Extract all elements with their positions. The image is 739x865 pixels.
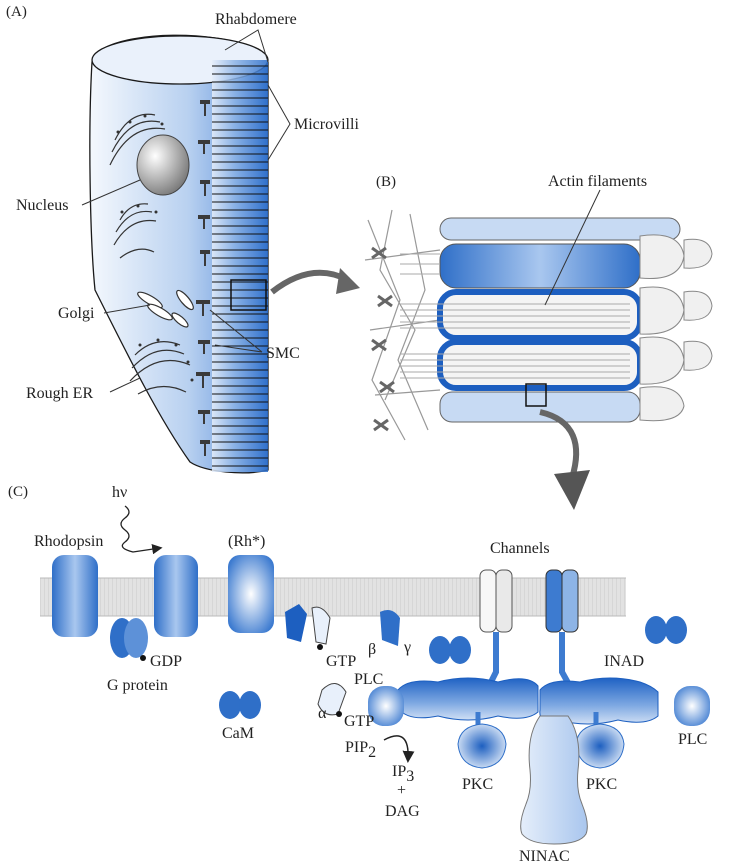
photon-wave <box>120 505 163 555</box>
plus-label: + <box>397 782 406 799</box>
membrane-bilayer <box>40 578 626 616</box>
arrow-b-to-c <box>539 409 580 479</box>
channel-left <box>479 569 513 694</box>
rh-star-label: (Rh*) <box>228 533 265 550</box>
beta-label: β <box>368 641 376 658</box>
cytoskeleton-crosslinks <box>371 246 395 432</box>
gtp-label-2: GTP <box>344 713 374 730</box>
ip-text: IP <box>392 763 406 780</box>
plc-label-2: PLC <box>678 731 707 748</box>
panel-c: (C) hν Rhodopsin (Rh*) Channels GDP G pr… <box>8 484 710 865</box>
golgi-label: Golgi <box>58 305 95 322</box>
g-beta-gamma <box>380 610 400 646</box>
smc-cisternae <box>196 100 210 456</box>
gtp-dot-1 <box>317 644 323 650</box>
smc-label: SMC <box>266 345 300 362</box>
arrow-a-to-b <box>270 269 350 295</box>
gamma-label: γ <box>403 639 411 656</box>
pkc-1 <box>457 723 507 769</box>
pip-text: PIP <box>345 739 368 756</box>
ninac-shape <box>520 715 588 845</box>
leader-smc <box>209 309 263 353</box>
panel-b-label: (B) <box>376 174 396 190</box>
pkc-2 <box>575 723 625 769</box>
arrow-a-to-b-head <box>336 268 360 294</box>
ip-label: IP3 <box>392 763 414 785</box>
plc-left-blob <box>368 686 404 726</box>
inad-scaffold-left <box>397 677 539 721</box>
rhodopsin-1 <box>52 555 98 637</box>
rhabdomere-label: Rhabdomere <box>215 11 297 28</box>
cytoskeleton-network <box>364 209 441 441</box>
leader-rhabdomere <box>224 29 269 63</box>
panel-c-label: (C) <box>8 484 28 500</box>
cam-free <box>219 691 261 719</box>
pkc-label-2: PKC <box>586 776 617 793</box>
light-hv-label: hν <box>112 484 127 501</box>
panel-a: (A) <box>6 4 359 474</box>
g-protein-complex <box>110 618 148 661</box>
actin-bundles <box>400 253 630 379</box>
microvilli-label: Microvilli <box>294 116 359 133</box>
microvilli-stack <box>212 65 268 467</box>
gdp-label: GDP <box>150 653 182 670</box>
microvilli-end-caps <box>639 234 713 422</box>
rough-er-label: Rough ER <box>26 385 93 402</box>
g-protein-label: G protein <box>107 677 168 694</box>
rough-er-upper <box>109 113 166 259</box>
leader-nucleus <box>81 179 141 206</box>
leader-microvilli <box>267 84 291 161</box>
ninac-label: NINAC <box>519 848 570 865</box>
alpha-label: α <box>318 705 327 722</box>
gtp-label-1: GTP <box>326 653 356 670</box>
magnify-box-a <box>230 279 267 311</box>
inad-label: INAD <box>604 653 644 670</box>
rhodopsin-label: Rhodopsin <box>34 533 103 550</box>
g-alpha-partner <box>311 606 331 645</box>
ribosome-dots <box>116 114 194 382</box>
channel-right <box>545 569 579 692</box>
panel-a-label: (A) <box>6 4 27 20</box>
rhodopsin-active <box>228 555 274 633</box>
golgi-stacks <box>137 289 194 328</box>
cam-pair-right <box>645 616 687 644</box>
leader-rough-er <box>109 377 141 393</box>
channels-label: Channels <box>490 540 550 557</box>
leader-golgi <box>103 304 151 314</box>
nucleus-label: Nucleus <box>16 197 68 214</box>
panel-b: (B) <box>364 173 713 441</box>
nucleus-shape <box>136 134 190 196</box>
arrow-b-to-c-head <box>554 470 590 510</box>
pkc-label-1: PKC <box>462 776 493 793</box>
plc-label-1: PLC <box>354 671 383 688</box>
pip-label: PIP2 <box>345 739 376 761</box>
magnify-box-b <box>525 383 547 407</box>
g-alpha-gtp-membrane <box>285 604 307 642</box>
dag-label: DAG <box>385 803 420 820</box>
cam-label: CaM <box>222 725 254 742</box>
rhodopsin-2 <box>154 555 198 637</box>
plc-right-blob <box>674 686 710 726</box>
cam-pair-middle <box>429 636 471 664</box>
ip-subscript: 3 <box>406 768 414 785</box>
pip-reaction-arrow <box>383 735 415 763</box>
actin-filaments-label: Actin filaments <box>548 173 647 190</box>
leader-actin <box>544 189 601 306</box>
gtp-dot-2 <box>336 711 342 717</box>
pip-subscript: 2 <box>368 744 376 761</box>
